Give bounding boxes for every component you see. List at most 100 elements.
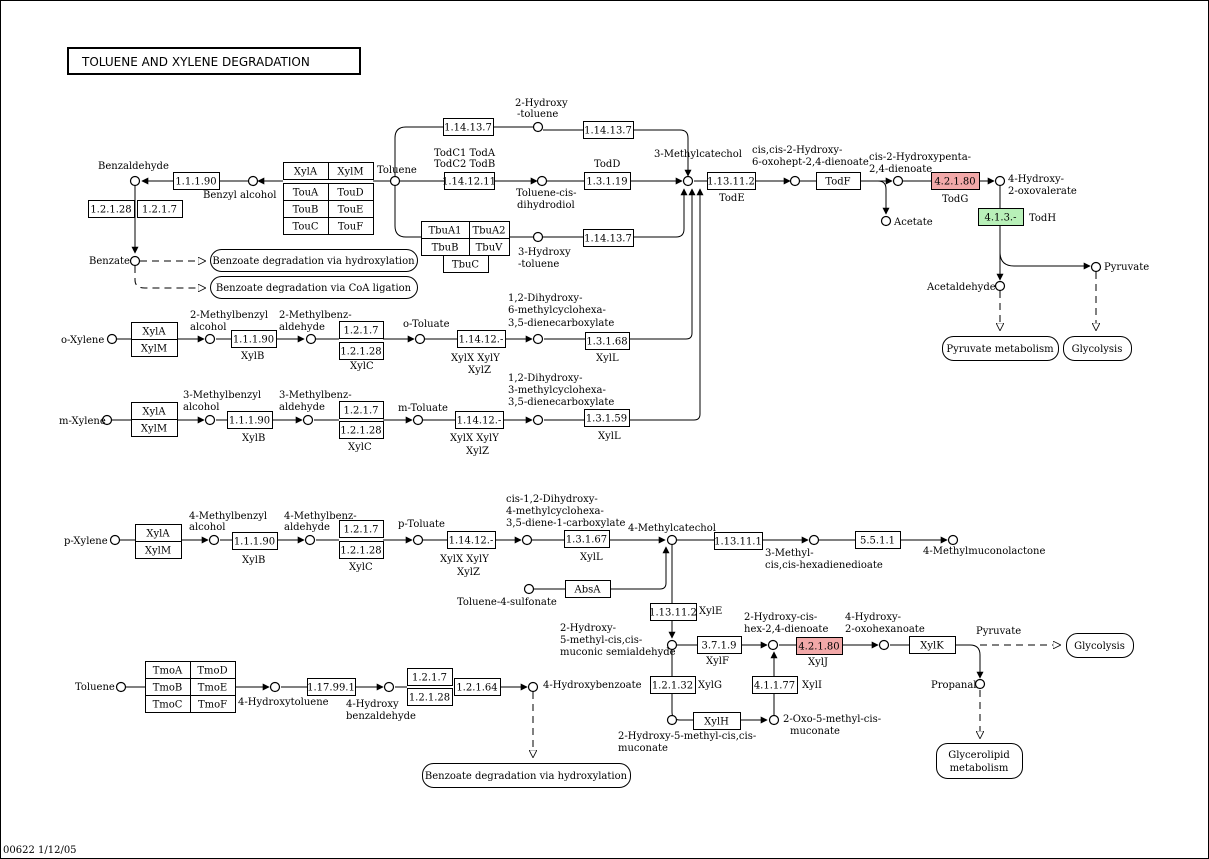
enzyme-e_toue[interactable]: TouE: [328, 200, 374, 218]
enzyme-e_tbub[interactable]: TbuB: [421, 238, 470, 256]
enzyme-box[interactable]: [697, 636, 742, 654]
enzyme-box[interactable]: [339, 520, 384, 538]
enzyme-e_1217_top[interactable]: 1.2.1.7: [137, 200, 183, 218]
pathway-pill[interactable]: [1066, 633, 1134, 658]
enzyme-e_11190_p[interactable]: 1.1.1.90: [232, 532, 278, 550]
enzyme-e_toua[interactable]: TouA: [283, 183, 329, 201]
enzyme-e_113112_top[interactable]: 1.13.11.2: [707, 172, 756, 190]
enzyme-box[interactable]: [584, 409, 630, 427]
enzyme-e_11190_top[interactable]: 1.1.1.90: [173, 172, 220, 190]
enzyme-box[interactable]: [454, 678, 501, 696]
enzyme-e_tmob[interactable]: TmoB: [145, 678, 191, 696]
enzyme-e_todf[interactable]: TodF: [816, 172, 861, 190]
enzyme-box[interactable]: [339, 321, 384, 339]
enzyme-box[interactable]: [407, 668, 453, 686]
enzyme-box[interactable]: [796, 637, 843, 655]
enzyme-e_1217_p[interactable]: 1.2.1.7: [339, 520, 384, 538]
enzyme-e_xylm_top[interactable]: XylM: [328, 162, 374, 180]
enzyme-e_11137a[interactable]: 1.14.13.7: [443, 118, 494, 136]
enzyme-box[interactable]: [469, 238, 510, 256]
pathway-p_pyruvate[interactable]: Pyruvate metabolism: [942, 336, 1059, 361]
enzyme-e_xyla_p[interactable]: XylA: [135, 524, 182, 542]
enzyme-e_1217_o[interactable]: 1.2.1.7: [339, 321, 384, 339]
enzyme-box[interactable]: [307, 678, 356, 696]
enzyme-e_xylm_o[interactable]: XylM: [131, 339, 178, 357]
enzyme-e_1217_m[interactable]: 1.2.1.7: [339, 401, 384, 419]
enzyme-e_11190_o[interactable]: 1.1.1.90: [231, 330, 277, 348]
enzyme-box[interactable]: [693, 712, 741, 730]
pathway-pill[interactable]: [422, 763, 631, 788]
enzyme-e_42180_b[interactable]: 4.2.1.80: [796, 637, 843, 655]
enzyme-box[interactable]: [443, 255, 489, 273]
enzyme-e_xylm_m[interactable]: XylM: [131, 419, 178, 437]
enzyme-box[interactable]: [583, 121, 634, 139]
enzyme-e_xylk[interactable]: XylK: [909, 636, 956, 654]
enzyme-e_xyla_m[interactable]: XylA: [131, 402, 178, 420]
enzyme-e_tbua1[interactable]: TbuA1: [421, 221, 470, 239]
enzyme-box[interactable]: [131, 339, 178, 357]
enzyme-e_absa[interactable]: AbsA: [565, 580, 611, 598]
enzyme-e_121_32[interactable]: 1.2.1.32: [650, 676, 696, 694]
enzyme-box[interactable]: [714, 532, 763, 550]
enzyme-e_tmof[interactable]: TmoF: [190, 695, 236, 713]
pathway-pill[interactable]: [210, 249, 418, 272]
enzyme-e_11190_m[interactable]: 1.1.1.90: [227, 411, 273, 429]
enzyme-e_121_28_t[interactable]: 1.2.1.28: [407, 688, 453, 706]
enzyme-e_tmod[interactable]: TmoD: [190, 661, 236, 679]
enzyme-e_tbuv[interactable]: TbuV: [469, 238, 510, 256]
enzyme-box[interactable]: [816, 172, 861, 190]
enzyme-box[interactable]: [583, 229, 634, 247]
pathway-p_glyco1[interactable]: Glycolysis: [1063, 336, 1132, 361]
enzyme-box[interactable]: [909, 636, 956, 654]
enzyme-e_11137b[interactable]: 1.14.13.7: [583, 121, 634, 139]
enzyme-box[interactable]: [585, 332, 630, 350]
enzyme-box[interactable]: [650, 676, 696, 694]
enzyme-e_4139[interactable]: 4.1.3.-: [978, 208, 1024, 226]
enzyme-box[interactable]: [137, 200, 183, 218]
enzyme-box[interactable]: [328, 162, 374, 180]
enzyme-e_1141211[interactable]: 1.14.12.11: [442, 172, 496, 190]
enzyme-box[interactable]: [339, 401, 384, 419]
enzyme-box[interactable]: [328, 217, 374, 235]
enzyme-e_121_28_p[interactable]: 1.2.1.28: [339, 541, 384, 559]
pathway-pill[interactable]: [210, 276, 418, 299]
enzyme-box[interactable]: [457, 330, 506, 348]
enzyme-e_117991[interactable]: 1.17.99.1: [307, 678, 356, 696]
enzyme-e_42180_top[interactable]: 4.2.1.80: [931, 172, 980, 190]
enzyme-e_411_77[interactable]: 4.1.1.77: [752, 676, 798, 694]
enzyme-box[interactable]: [173, 172, 220, 190]
enzyme-e_touf[interactable]: TouF: [328, 217, 374, 235]
pathway-p_benz_hydrox2[interactable]: Benzoate degradation via hydroxylation: [422, 763, 631, 788]
enzyme-box[interactable]: [231, 330, 277, 348]
enzyme-box[interactable]: [584, 172, 631, 190]
enzyme-e_121_28_top[interactable]: 1.2.1.28: [88, 200, 135, 218]
enzyme-box[interactable]: [88, 200, 135, 218]
enzyme-e_tmoc[interactable]: TmoC: [145, 695, 191, 713]
enzyme-e_xylh[interactable]: XylH: [693, 712, 741, 730]
enzyme-e_1412_m[interactable]: 1.14.12.-: [455, 411, 504, 429]
enzyme-e_13167[interactable]: 1.3.1.67: [564, 530, 610, 548]
enzyme-box[interactable]: [564, 530, 610, 548]
enzyme-box[interactable]: [227, 411, 273, 429]
enzyme-box[interactable]: [565, 580, 611, 598]
enzyme-box[interactable]: [455, 411, 504, 429]
enzyme-box[interactable]: [131, 419, 178, 437]
pathway-p_benz_hydrox[interactable]: Benzoate degradation via hydroxylation: [210, 249, 418, 272]
enzyme-e_tmoa[interactable]: TmoA: [145, 661, 191, 679]
enzyme-box[interactable]: [232, 532, 278, 550]
enzyme-e_xyla_o[interactable]: XylA: [131, 322, 178, 340]
enzyme-box[interactable]: [190, 695, 236, 713]
enzyme-box[interactable]: [855, 531, 901, 549]
enzyme-e_1412_o[interactable]: 1.14.12.-: [457, 330, 506, 348]
enzyme-e_13159[interactable]: 1.3.1.59: [584, 409, 630, 427]
enzyme-e_113111[interactable]: 1.13.11.1: [714, 532, 763, 550]
enzyme-e_11137c[interactable]: 1.14.13.7: [583, 229, 634, 247]
enzyme-box[interactable]: [444, 172, 495, 190]
enzyme-e_1217_t[interactable]: 1.2.1.7: [407, 668, 453, 686]
enzyme-box[interactable]: [407, 688, 453, 706]
enzyme-box[interactable]: [339, 421, 384, 439]
pathway-p_benz_coa[interactable]: Benzoate degradation via CoA ligation: [210, 276, 418, 299]
enzyme-e_1412_p[interactable]: 1.14.12.-: [447, 531, 496, 549]
enzyme-box[interactable]: [443, 118, 494, 136]
